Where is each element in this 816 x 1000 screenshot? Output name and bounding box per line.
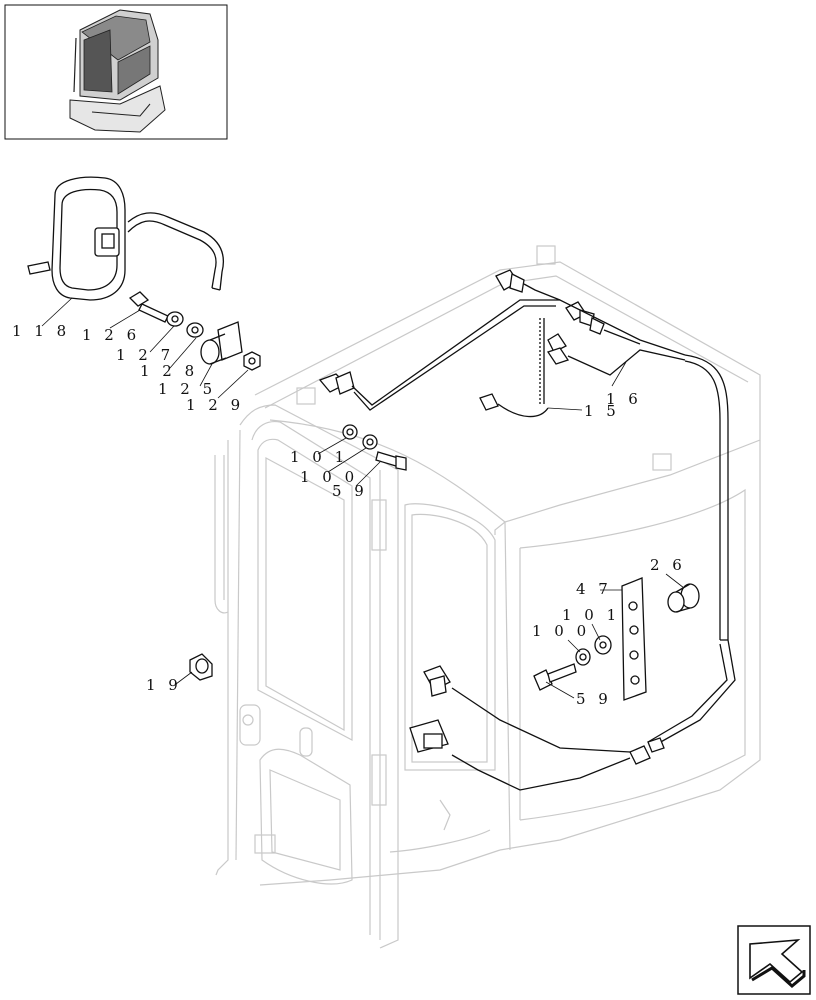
- callout-59a: 5 9: [332, 482, 368, 500]
- leader-lines: [41, 297, 685, 699]
- callout-59b: 5 9: [576, 690, 612, 708]
- callout-19: 1 9: [146, 676, 182, 694]
- callout-126: 1 2 6: [82, 326, 140, 344]
- washer-127: [166, 311, 184, 327]
- nut-129: [243, 351, 261, 371]
- callout-100a: 1 0 0: [300, 468, 358, 486]
- bolt-126: [128, 291, 169, 323]
- grommet-26: [667, 583, 700, 613]
- callout-118: 1 1 8: [12, 322, 70, 340]
- plug-19: [189, 653, 213, 681]
- callout-129: 1 2 9: [186, 396, 244, 414]
- next-page-arrow-icon[interactable]: [737, 925, 811, 995]
- callout-125: 1 2 5: [158, 380, 216, 398]
- panel-47: [621, 577, 647, 701]
- callout-127: 1 2 7: [116, 346, 174, 364]
- callout-101b: 1 0 1: [562, 606, 620, 624]
- mirror-assembly: [27, 176, 225, 301]
- cab-outline: [214, 245, 761, 949]
- callout-101a: 1 0 1: [290, 448, 348, 466]
- callout-15: 1 5: [584, 402, 620, 420]
- cab-thumbnail-icon[interactable]: [4, 4, 228, 140]
- callout-26: 2 6: [650, 556, 686, 574]
- callout-16: 1 6: [606, 390, 642, 408]
- roof-harness: [318, 269, 736, 791]
- washer-101b: [594, 635, 612, 655]
- washer-128: [186, 322, 204, 338]
- callout-47: 4 7: [576, 580, 612, 598]
- bracket-125: [200, 321, 243, 365]
- connector-lower-a: [423, 665, 451, 697]
- callout-128: 1 2 8: [140, 362, 198, 380]
- washer-101a: [342, 424, 358, 440]
- callout-labels: 1 1 8 1 2 6 1 2 7 1 2 8 1 2 5 1 2 9 1 5 …: [12, 322, 686, 708]
- connector-lower-b: [409, 719, 449, 753]
- washer-100a: [362, 434, 378, 450]
- washer-100b: [575, 648, 591, 666]
- bolt-59b: [533, 663, 577, 691]
- callout-100b: 1 0 0: [532, 622, 590, 640]
- bolt-59a: [375, 451, 407, 471]
